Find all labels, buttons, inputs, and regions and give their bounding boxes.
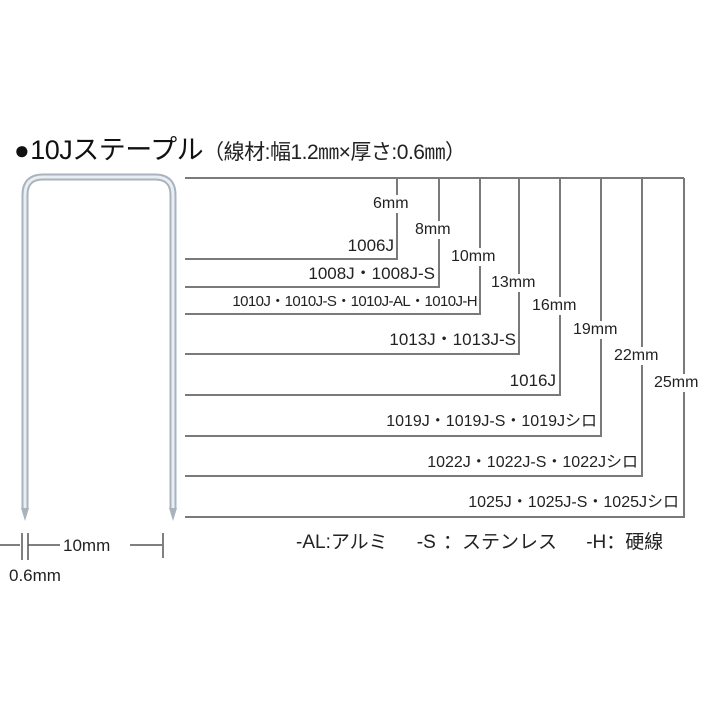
- model-list-13mm: 1013J・1013J-S: [389, 330, 516, 349]
- length-label-8mm: 8mm: [414, 221, 452, 239]
- model-list-10mm: 1010J・1010J-S・1010J-AL・1010J-H: [232, 293, 477, 310]
- length-label-19mm: 19mm: [572, 321, 619, 339]
- legend-hard-wire: -H：硬線: [586, 532, 664, 553]
- material-legend: -AL:アルミ -S ：ステンレス -H：硬線: [296, 527, 663, 554]
- model-list-25mm: 1025J・1025J-S・1025Jシロ: [468, 494, 679, 511]
- bullet-icon: ●: [14, 135, 30, 165]
- legend-aluminum: -AL:アルミ: [296, 532, 388, 553]
- length-label-16mm: 16mm: [531, 297, 578, 315]
- length-label-13mm: 13mm: [490, 274, 537, 292]
- length-label-10mm: 10mm: [450, 248, 497, 266]
- product-name: 10Jステープル: [30, 135, 204, 165]
- wire-spec: （線材:幅1.2㎜×厚さ:0.6㎜）: [203, 141, 466, 164]
- model-list-6mm: 1006J: [347, 236, 394, 255]
- staple-wire: [21, 173, 177, 510]
- length-label-25mm: 25mm: [653, 374, 700, 392]
- length-label-22mm: 22mm: [613, 347, 660, 365]
- staple-width-label: 10mm: [63, 536, 111, 555]
- model-list-16mm: 1016J: [509, 371, 556, 390]
- legend-stainless: -S ：ステンレス: [416, 532, 558, 553]
- model-list-8mm: 1008J・1008J-S: [308, 264, 435, 283]
- dimension-lines: [0, 533, 164, 560]
- model-list-19mm: 1019J・1019J-S・1019Jシロ: [386, 413, 597, 430]
- length-label-6mm: 6mm: [372, 195, 410, 213]
- wire-thickness-label: 0.6mm: [9, 566, 61, 585]
- diagram-title: ●10Jステープル（線材:幅1.2㎜×厚さ:0.6㎜）: [14, 128, 466, 167]
- model-list-22mm: 1022J・1022J-S・1022Jシロ: [427, 454, 638, 471]
